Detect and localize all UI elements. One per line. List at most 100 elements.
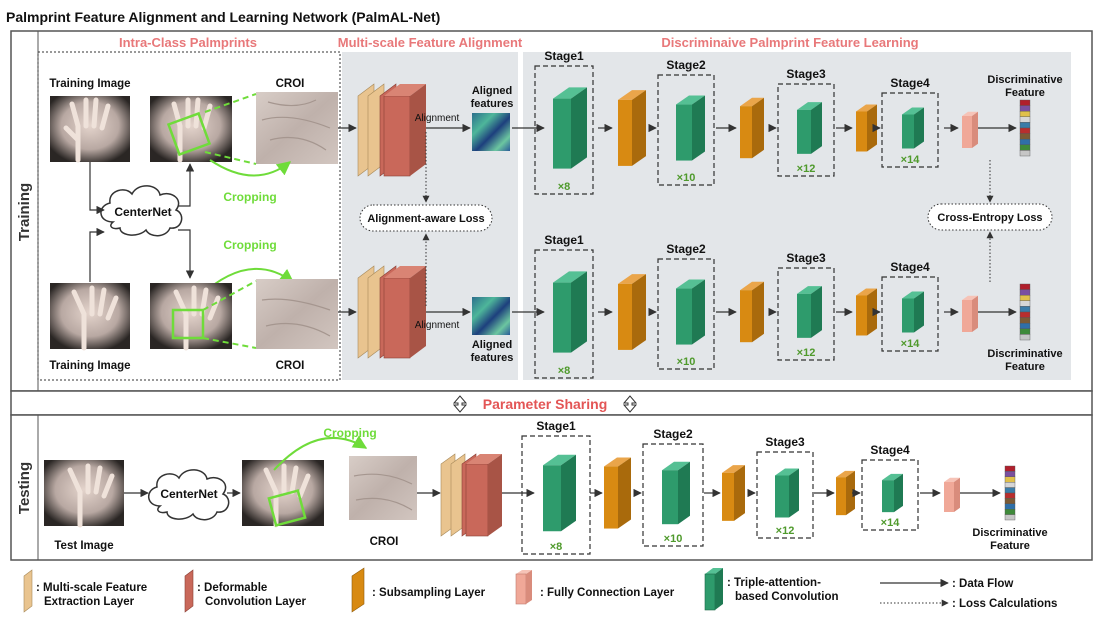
subsampling-block (856, 104, 877, 152)
centernet-cloud (100, 185, 183, 237)
section-learning: Discriminaive Palmprint Feature Learning (661, 35, 918, 50)
fully-connected-block (944, 477, 960, 512)
alignment-loss-label: Alignment-aware Loss (367, 213, 484, 225)
stage-label: Stage3 (786, 251, 826, 265)
disc-feature-top-1: Discriminative (987, 74, 1062, 86)
legend-triple-swatch (704, 568, 723, 611)
alignment-loss-box (359, 204, 493, 232)
section-alignment: Multi-scale Feature Alignment (338, 35, 523, 50)
aligned-features-bottom-1: Aligned (472, 339, 512, 351)
stage-label: Stage1 (536, 419, 576, 433)
section-intra-class: Intra-Class Palmprints (119, 35, 257, 50)
parameter-sharing-band (10, 390, 1093, 416)
croi-label-bottom: CROI (276, 360, 305, 372)
test-image-label: Test Image (54, 540, 113, 552)
cross-entropy-loss-box (927, 203, 1053, 231)
stage-multiplier: ×14 (901, 338, 921, 350)
disc-feature-bottom-1: Discriminative (987, 348, 1062, 360)
legend-subsample: : Subsampling Layer (372, 587, 486, 599)
croi-bottom (256, 279, 338, 349)
legend-data-flow: : Data Flow (952, 578, 1013, 590)
subsampling-block (618, 274, 646, 350)
stage-label: Stage3 (786, 67, 826, 81)
stage-label: Stage4 (890, 76, 930, 90)
disc-feature-bottom-2: Feature (1005, 361, 1045, 373)
aligned-features-top-2: features (471, 98, 514, 110)
stage-label: Stage1 (544, 233, 584, 247)
stage-multiplier: ×10 (664, 533, 683, 545)
stage-multiplier: ×12 (797, 163, 816, 175)
triple-attention-block (902, 107, 924, 149)
legend-fc-swatch (515, 570, 532, 605)
stage-multiplier: ×12 (797, 347, 816, 359)
discriminative-feature-code (1019, 283, 1031, 341)
aligned-feature-map-top (472, 113, 510, 151)
diagram-title: Palmprint Feature Alignment and Learning… (6, 9, 440, 25)
stage-box (881, 276, 939, 352)
aligned-feature-map-bottom (472, 297, 510, 335)
training-phase-label: Training (16, 183, 33, 241)
triple-attention-block (553, 271, 587, 353)
legend-loss: : Loss Calculations (952, 598, 1057, 610)
test-image (44, 460, 124, 528)
stage-box (777, 83, 835, 177)
sharing-arrow-left-icon (452, 395, 468, 413)
triple-attention-block (775, 468, 799, 518)
subsampling-block (740, 97, 764, 159)
stage-box (657, 258, 715, 370)
centernet-label: CenterNet (114, 205, 171, 219)
cropping-label-test: Cropping (323, 426, 376, 440)
stage-multiplier: ×14 (901, 154, 921, 166)
stage-label: Stage1 (544, 49, 584, 63)
testing-phase-label: Testing (16, 462, 33, 514)
stage-box (521, 435, 591, 555)
legend-fc: : Fully Connection Layer (540, 587, 675, 599)
disc-feature-test-2: Feature (990, 540, 1030, 552)
subsampling-block (722, 465, 745, 521)
training-image-bottom (50, 283, 130, 351)
intra-class-box (37, 51, 341, 381)
triple-attention-block (902, 291, 924, 333)
triple-attention-block (676, 279, 705, 345)
triple-attention-block (676, 95, 705, 161)
stage-multiplier: ×10 (677, 172, 696, 184)
stage-box (642, 443, 704, 547)
aligned-features-top-1: Aligned (472, 85, 512, 97)
stage-box (881, 92, 939, 168)
legend-msfe-1: : Multi-scale Feature (36, 582, 147, 594)
parameter-sharing-label: Parameter Sharing (483, 396, 608, 412)
croi-top (256, 92, 338, 164)
cropping-label-bottom: Cropping (223, 238, 276, 252)
stage-box (777, 267, 835, 361)
aligned-features-bottom-2: features (471, 352, 514, 364)
cross-entropy-loss-label: Cross-Entropy Loss (937, 212, 1042, 224)
triple-attention-block (797, 286, 822, 338)
stage-label: Stage2 (666, 242, 706, 256)
legend-deform-swatch (184, 569, 194, 613)
sharing-arrow-right-icon (622, 395, 638, 413)
stage-multiplier: ×8 (558, 181, 571, 193)
training-image-label-top: Training Image (49, 78, 130, 90)
croi-label-test: CROI (370, 536, 399, 548)
training-image-label-bottom: Training Image (49, 360, 130, 372)
stage-label: Stage2 (653, 427, 693, 441)
subsampling-block (836, 470, 855, 516)
training-image-top (50, 96, 130, 163)
fully-connected-block (962, 295, 978, 332)
subsampling-block (856, 288, 877, 336)
centernet-label-test: CenterNet (160, 487, 217, 501)
discriminative-feature-code (1019, 99, 1031, 157)
subsampling-block (618, 90, 646, 166)
msfe-block-test (440, 453, 502, 537)
stage-multiplier: ×10 (677, 356, 696, 368)
discriminative-feature-code (1004, 465, 1016, 521)
disc-feature-top-2: Feature (1005, 87, 1045, 99)
stage-label: Stage4 (870, 443, 910, 457)
legend-msfe-swatch (23, 569, 33, 613)
legend-deform-2: Convolution Layer (205, 596, 306, 608)
alignment-label-top: Alignment (415, 113, 460, 124)
